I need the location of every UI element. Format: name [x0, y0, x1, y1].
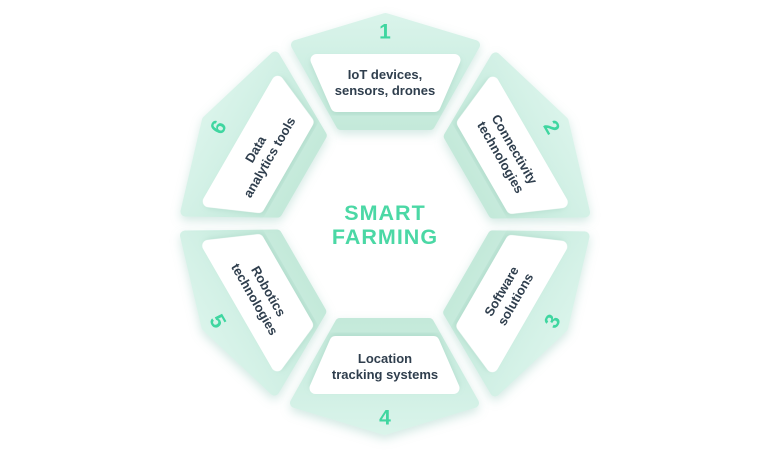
segment-4-label: Location tracking systems: [332, 351, 438, 382]
segment-4-label-line2: tracking systems: [332, 367, 438, 382]
segment-1-label-line2: sensors, drones: [335, 83, 435, 98]
segment-2-tile: [443, 52, 591, 219]
segment-2-panel: [456, 76, 568, 214]
center-title-line2: FARMING: [332, 225, 438, 249]
segment-5-panel: [202, 234, 314, 372]
segment-6-panel: [202, 75, 314, 214]
center-title-line1: SMART: [344, 201, 425, 225]
segment-4-number: 4: [379, 406, 391, 429]
segment-1-label-line1: IoT devices,: [348, 67, 422, 82]
center-title: SMART FARMING: [332, 201, 438, 249]
segment-1-label: IoT devices, sensors, drones: [335, 67, 435, 98]
segment-1-number: 1: [379, 20, 391, 43]
segment-6-tile: [180, 51, 327, 218]
segment-5-tile: [179, 229, 327, 396]
segment-1-tile: [291, 13, 480, 130]
segment-4-panel: [309, 336, 460, 394]
segment-3-panel: [456, 234, 568, 373]
segment-4-label-line1: Location: [358, 351, 412, 366]
segment-1-panel: [310, 54, 461, 112]
segment-4-tile: [290, 318, 479, 435]
segment-3-tile: [443, 230, 590, 397]
